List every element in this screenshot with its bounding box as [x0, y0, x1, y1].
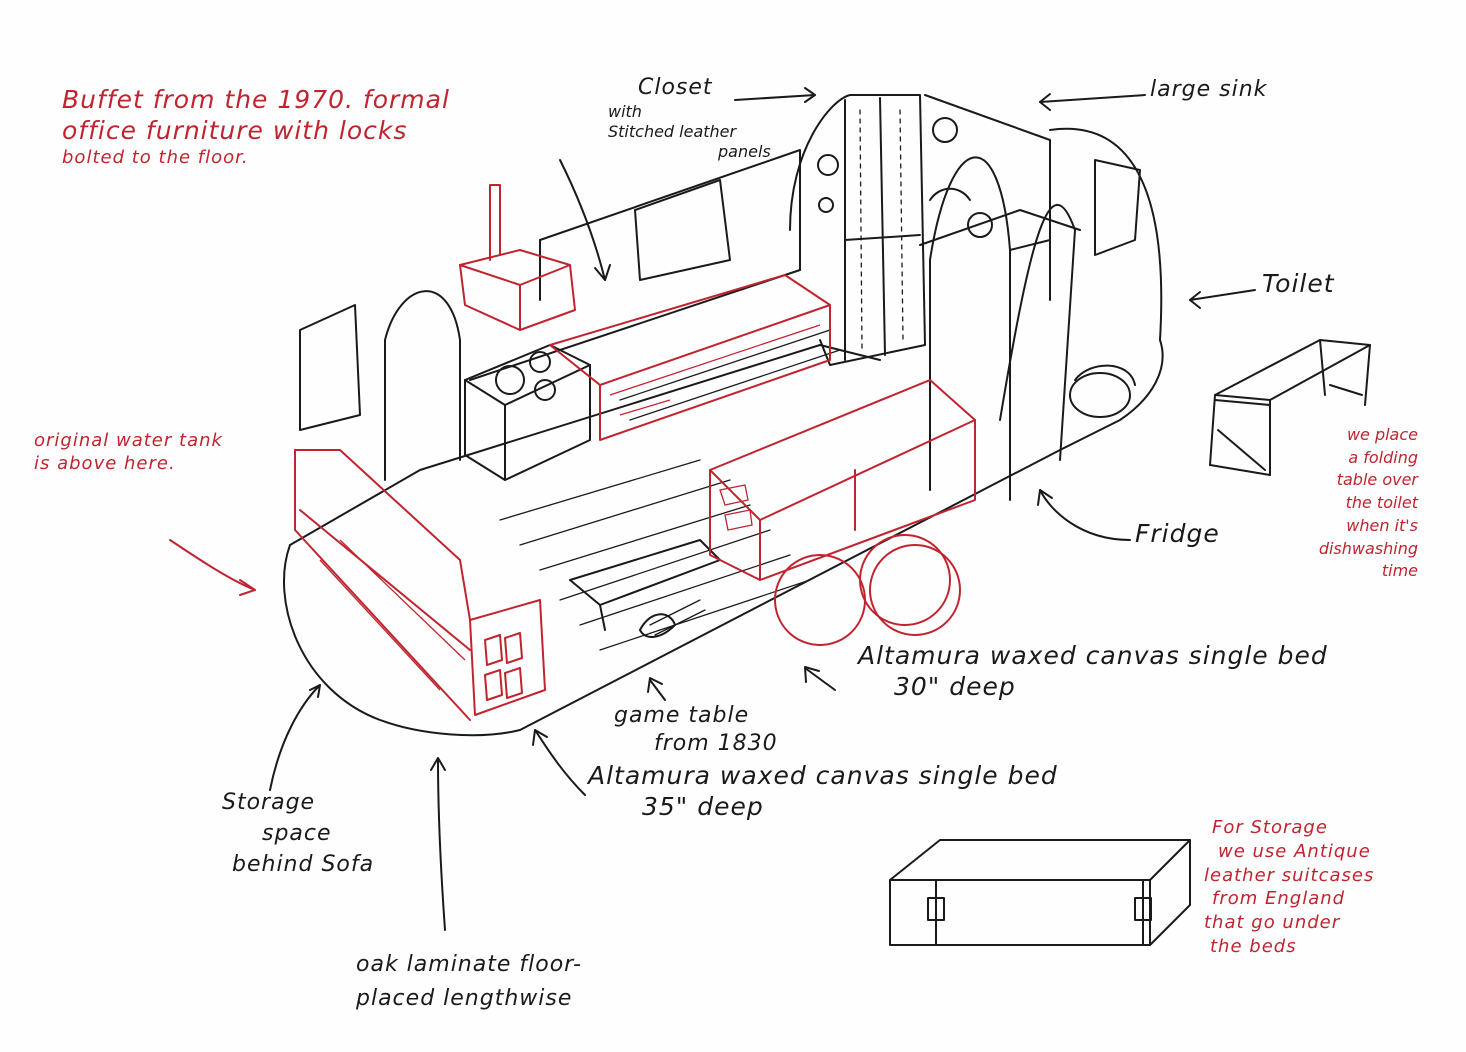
folding-table-line: dishwashing: [1318, 538, 1418, 558]
floor-planks: [499, 329, 841, 651]
bed-30-line: 30" deep: [894, 672, 1016, 702]
closet-note-title: Closet: [638, 75, 713, 100]
suitcases-line: leather suitcases: [1204, 864, 1375, 886]
folding-table-line: table over: [1336, 470, 1418, 490]
buffet-note-line: office furniture with locks: [62, 116, 408, 146]
fridge-label: Fridge: [1135, 519, 1220, 548]
leader-arrows: [269, 87, 1256, 931]
folding-table-sketch: [1209, 339, 1371, 476]
water-tank-line: is above here.: [34, 452, 176, 474]
bed-35-line: 35" deep: [642, 792, 764, 822]
suitcases-line: that go under: [1204, 912, 1341, 933]
large-sink-label: large sink: [1150, 77, 1268, 102]
red-furniture: [169, 184, 976, 721]
closet-note: Closet with Stitched leather panels: [608, 74, 771, 162]
storage-sofa-line: Storage: [222, 790, 316, 815]
folding-table-line: when it's: [1346, 515, 1418, 535]
closet-note-detail: with: [608, 101, 642, 121]
folding-table-line: the toilet: [1345, 493, 1418, 513]
folding-table-line: a folding: [1348, 447, 1418, 467]
storage-sofa-note: Storage space behind Sofa: [222, 788, 374, 880]
toilet-label: Toilet: [1262, 269, 1335, 298]
floor-line: oak laminate floor-: [356, 952, 582, 977]
floor-line: placed lengthwise: [356, 986, 573, 1012]
bed-35-line: Altamura waxed canvas single bed: [588, 761, 1058, 790]
storage-sofa-line: space: [262, 820, 332, 846]
suitcases-note: For Storage we use Antique leather suitc…: [1204, 816, 1374, 959]
floor-note: oak laminate floor- placed lengthwise: [356, 948, 582, 1016]
suitcases-line: the beds: [1210, 935, 1297, 957]
buffet-note-line: bolted to the floor.: [62, 146, 249, 168]
game-table-note: game table from 1830: [614, 702, 778, 757]
water-tank-line: original water tank: [34, 430, 223, 451]
suitcases-line: we use Antique: [1218, 840, 1371, 862]
buffet-note: Buffet from the 1970. formal office furn…: [62, 84, 450, 169]
game-table-line: game table: [614, 703, 750, 728]
toilet-note: Toilet: [1262, 268, 1335, 299]
suitcases-line: For Storage: [1212, 817, 1328, 838]
folding-table-line: we place: [1346, 425, 1418, 444]
folding-table-note: we place a folding table over the toilet…: [1262, 424, 1418, 583]
bed-35-note: Altamura waxed canvas single bed 35" dee…: [588, 760, 1058, 823]
suitcases-line: from England: [1212, 888, 1346, 910]
trailer-shell: [283, 127, 1164, 737]
storage-sofa-line: behind Sofa: [232, 851, 375, 877]
water-tank-note: original water tank is above here.: [34, 430, 223, 475]
fridge-note: Fridge: [1135, 518, 1220, 549]
kitchen-block: [464, 94, 1136, 501]
buffet-note-line: Buffet from the 1970. formal: [62, 85, 450, 114]
game-table-line: from 1830: [654, 730, 778, 756]
folding-table-line: time: [1381, 561, 1418, 581]
closet-note-detail: panels: [718, 141, 771, 161]
suitcase-sketch: [889, 839, 1191, 946]
large-sink-note: large sink: [1150, 76, 1267, 104]
bed-30-line: Altamura waxed canvas single bed: [858, 641, 1328, 670]
bed-30-note: Altamura waxed canvas single bed 30" dee…: [858, 640, 1328, 703]
closet-note-detail: Stitched leather: [608, 121, 737, 141]
